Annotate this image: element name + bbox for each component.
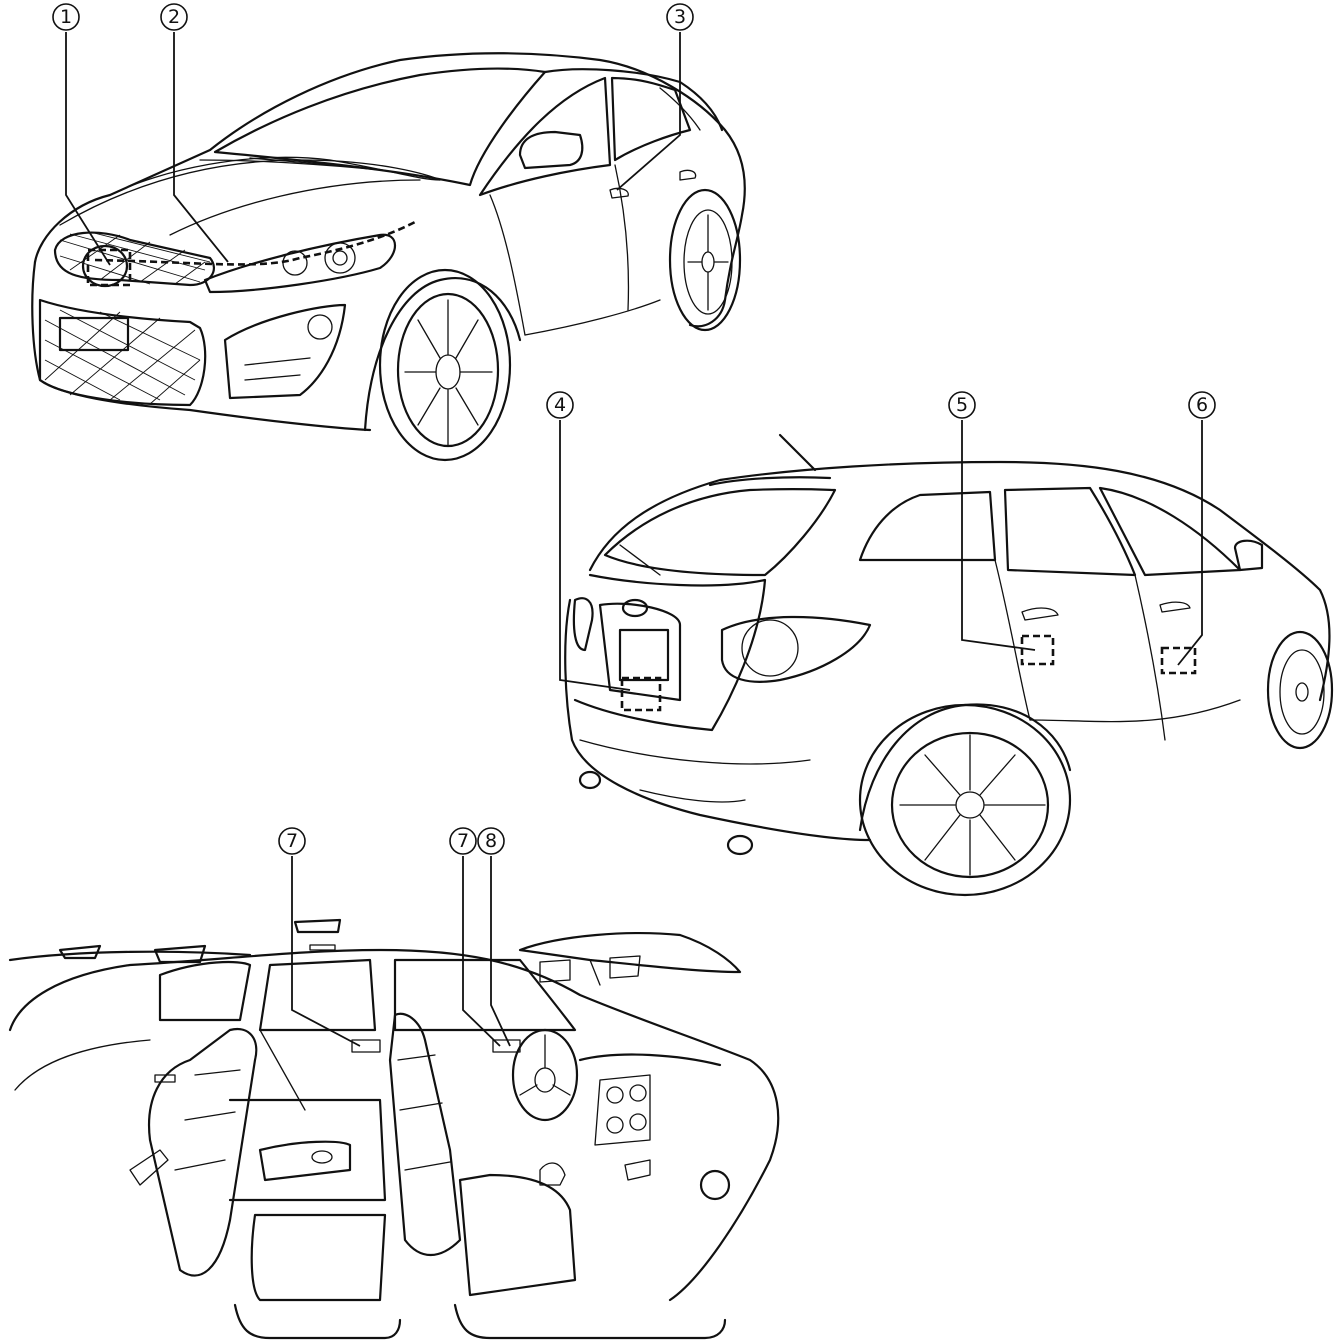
leader-5 — [961, 420, 1036, 651]
callout-2: 2 — [160, 3, 188, 31]
callout-circle — [666, 3, 694, 31]
leader-3 — [616, 32, 681, 191]
callout-label: 1 — [60, 6, 72, 28]
callout-label: 6 — [1196, 394, 1208, 416]
marker-1-box — [86, 248, 132, 287]
callout-circle — [449, 827, 477, 855]
interior-view — [8, 918, 780, 1340]
marker-2-line — [94, 220, 416, 266]
callout-label: 7 — [457, 830, 469, 852]
callout-1: 1 — [52, 3, 80, 31]
callout-circle — [278, 827, 306, 855]
callout-8: 8 — [477, 827, 505, 855]
callout-label: 8 — [485, 830, 497, 852]
leader-2 — [173, 32, 229, 263]
leader-lines — [65, 32, 1203, 1047]
leader-8 — [490, 856, 511, 1047]
callout-label: 3 — [674, 6, 686, 28]
marker-4-box — [620, 676, 662, 712]
callout-6: 6 — [1188, 391, 1216, 419]
callout-circle — [1188, 391, 1216, 419]
callout-5: 5 — [948, 391, 976, 419]
callout-7b: 7 — [449, 827, 477, 855]
callout-circle — [160, 3, 188, 31]
callout-4: 4 — [546, 391, 574, 419]
leader-6 — [1177, 420, 1203, 666]
front-view-car — [31, 52, 746, 462]
leader-7a — [291, 856, 361, 1047]
leader-4 — [559, 420, 631, 691]
marker-5-box — [1020, 634, 1055, 666]
callout-label: 5 — [956, 394, 968, 416]
location-markers — [86, 220, 1197, 712]
callout-label: 2 — [168, 6, 180, 28]
leader-7b — [462, 856, 501, 1047]
callout-circle — [477, 827, 505, 855]
callout-circle — [52, 3, 80, 31]
callout-label: 4 — [554, 394, 566, 416]
callout-3: 3 — [666, 3, 694, 31]
callout-circle — [948, 391, 976, 419]
leader-1 — [65, 32, 111, 266]
rear-view-car — [564, 433, 1334, 897]
callout-circle — [546, 391, 574, 419]
marker-6-box — [1160, 646, 1197, 675]
callout-7a: 7 — [278, 827, 306, 855]
callout-label: 7 — [286, 830, 298, 852]
